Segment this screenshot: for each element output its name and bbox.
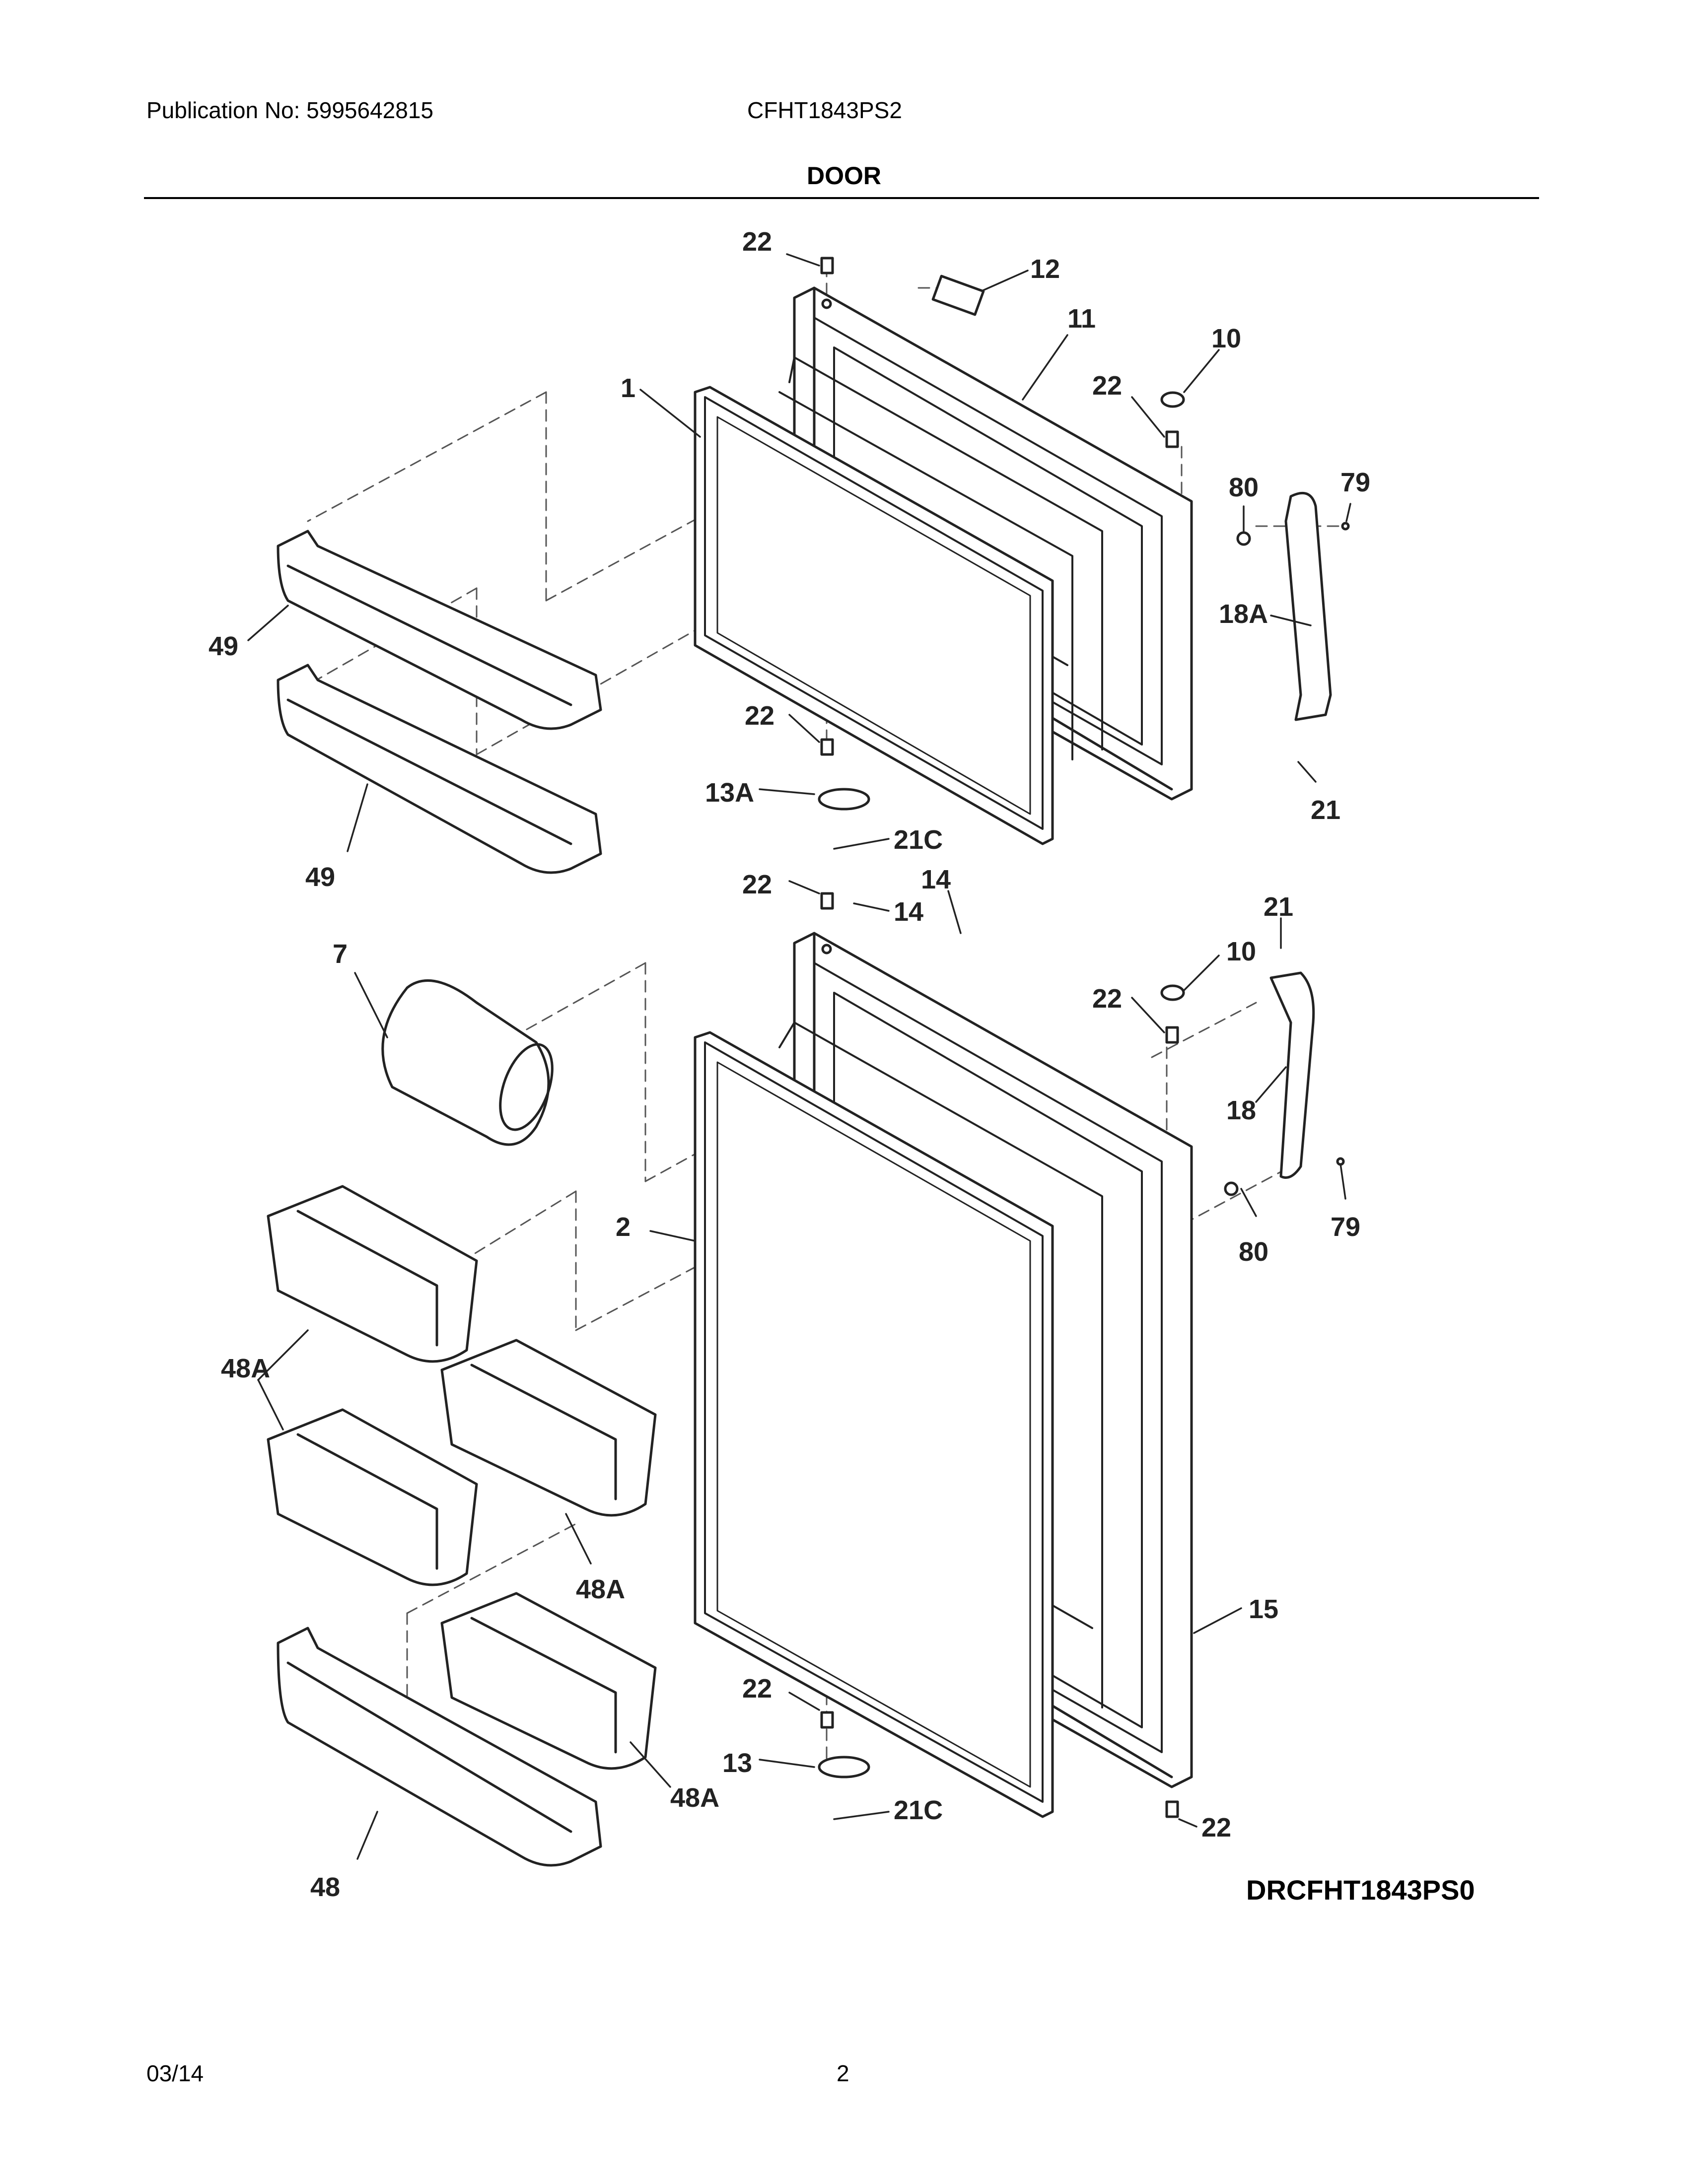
door-bin-48a-4	[440, 1592, 657, 1770]
callout: 2	[616, 1212, 631, 1242]
handle-18a	[1284, 491, 1332, 721]
door-bin-48	[277, 1627, 602, 1867]
callout: 22	[742, 1674, 772, 1704]
leader-lines	[247, 253, 1351, 1860]
callout: 11	[1067, 304, 1096, 334]
hardware-parts	[818, 257, 1350, 1818]
callout: 21C	[894, 825, 943, 855]
callout: 7	[333, 939, 348, 969]
callout: 22	[1092, 371, 1122, 401]
callout: 79	[1331, 1212, 1360, 1242]
callout-labels: 22 12 11 10 22 1 80 79 18A 49 49 22 13A …	[209, 227, 1370, 1902]
callout: 21	[1311, 795, 1340, 825]
header-rule	[144, 197, 1539, 199]
fresh-food-gasket	[694, 1031, 1054, 1818]
callout: 15	[1249, 1594, 1278, 1624]
page-number: 2	[837, 2060, 849, 2086]
callout: 48A	[576, 1574, 625, 1604]
callout: 49	[305, 862, 335, 892]
callout: 14	[921, 865, 951, 894]
model-number: CFHT1843PS2	[747, 97, 902, 123]
callout: 12	[1030, 254, 1060, 284]
callout: 48A	[670, 1783, 719, 1813]
diagram-id: DRCFHT1843PS0	[1246, 1874, 1475, 1906]
dairy-compartment-7	[381, 979, 554, 1146]
door-bin-48a-3	[267, 1408, 478, 1586]
callout: 80	[1229, 473, 1259, 502]
callout: 21	[1264, 892, 1293, 922]
page-title: DOOR	[807, 162, 881, 190]
callout: 13	[722, 1748, 752, 1778]
door-bin-49-lower	[277, 664, 602, 874]
callout: 13A	[705, 778, 754, 808]
callout: 21C	[894, 1795, 943, 1825]
footer-date: 03/14	[146, 2060, 204, 2086]
callout: 18	[1226, 1095, 1256, 1125]
callout: 1	[621, 373, 635, 403]
door-bin-49-upper	[277, 530, 602, 730]
callout: 22	[1092, 984, 1122, 1014]
door-bin-48a-1	[267, 1185, 478, 1363]
callout: 48	[310, 1872, 340, 1902]
callout: 79	[1340, 468, 1370, 497]
callout: 80	[1239, 1237, 1268, 1267]
callout: 14	[894, 897, 923, 927]
handle-18	[1269, 971, 1315, 1179]
callout: 10	[1211, 324, 1241, 353]
callout: 22	[1201, 1813, 1231, 1843]
callout: 22	[745, 701, 774, 731]
door-bin-48a-2	[440, 1339, 657, 1517]
callout: 22	[742, 870, 772, 899]
callout: 10	[1226, 937, 1256, 966]
freezer-gasket	[694, 386, 1054, 845]
callout: 18A	[1219, 599, 1268, 629]
callout: 48A	[221, 1354, 270, 1383]
callout: 49	[209, 631, 238, 661]
publication-number: Publication No: 5995642815	[146, 97, 434, 123]
callout: 22	[742, 227, 772, 257]
